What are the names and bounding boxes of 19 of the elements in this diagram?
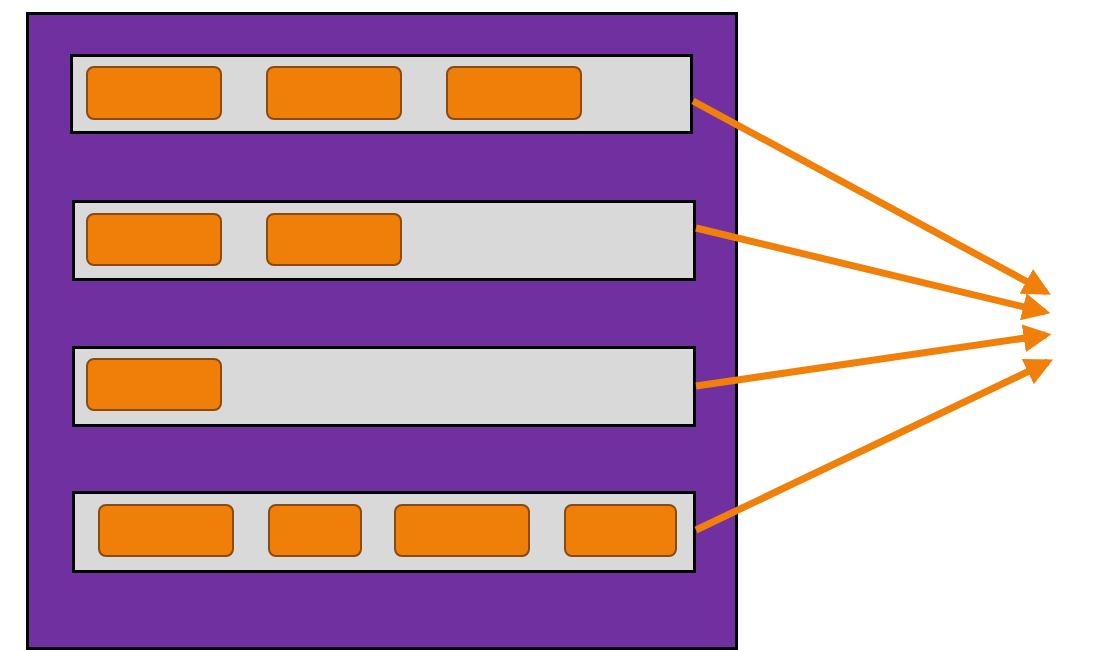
arrow <box>691 97 1051 296</box>
block <box>266 66 402 120</box>
arrow <box>695 224 1051 321</box>
block <box>86 358 222 411</box>
panel <box>26 12 738 650</box>
block <box>86 213 222 266</box>
block <box>268 504 362 557</box>
row-bar <box>72 491 696 573</box>
block <box>86 66 222 120</box>
row-bar <box>72 200 696 281</box>
arrow <box>694 358 1054 534</box>
row-bar <box>72 346 696 427</box>
block <box>266 213 402 266</box>
block <box>564 504 677 557</box>
row-bar <box>70 54 693 134</box>
arrow <box>695 324 1052 390</box>
block <box>98 504 234 557</box>
block <box>394 504 530 557</box>
block <box>446 66 582 120</box>
